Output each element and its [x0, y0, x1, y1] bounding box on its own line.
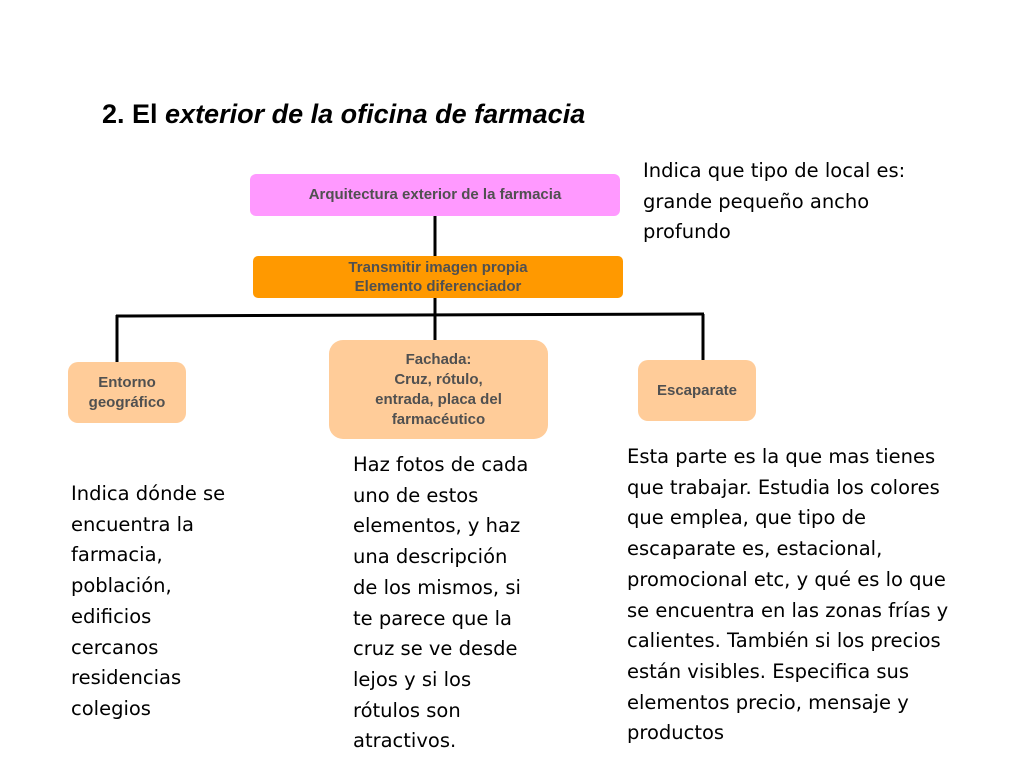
- title-italic: exterior de la oficina de farmacia: [165, 99, 586, 129]
- note-entorno: Indica dónde se encuentra la farmacia, p…: [71, 482, 226, 720]
- note-escaparate: Esta parte es la que mas tienes que trab…: [627, 445, 949, 745]
- box-transmitir-imagen: Transmitir imagen propia Elemento difere…: [253, 256, 623, 298]
- box-escaparate: Escaparate: [638, 360, 756, 421]
- slide-title: 2. El exterior de la oficina de farmacia: [102, 96, 585, 132]
- note-tipo-de-local: Indica que tipo de local es: grande pequ…: [643, 159, 906, 244]
- box-fachada: Fachada: Cruz, rótulo, entrada, placa de…: [329, 340, 548, 439]
- connector-horizontal-bus: [115, 312, 705, 318]
- box-entorno-geografico: Entorno geográfico: [68, 362, 186, 423]
- title-number: 2. El: [102, 99, 166, 129]
- box-arquitectura-exterior: Arquitectura exterior de la farmacia: [250, 174, 620, 216]
- note-fachada: Haz fotos de cada uno de estos elementos…: [353, 453, 529, 753]
